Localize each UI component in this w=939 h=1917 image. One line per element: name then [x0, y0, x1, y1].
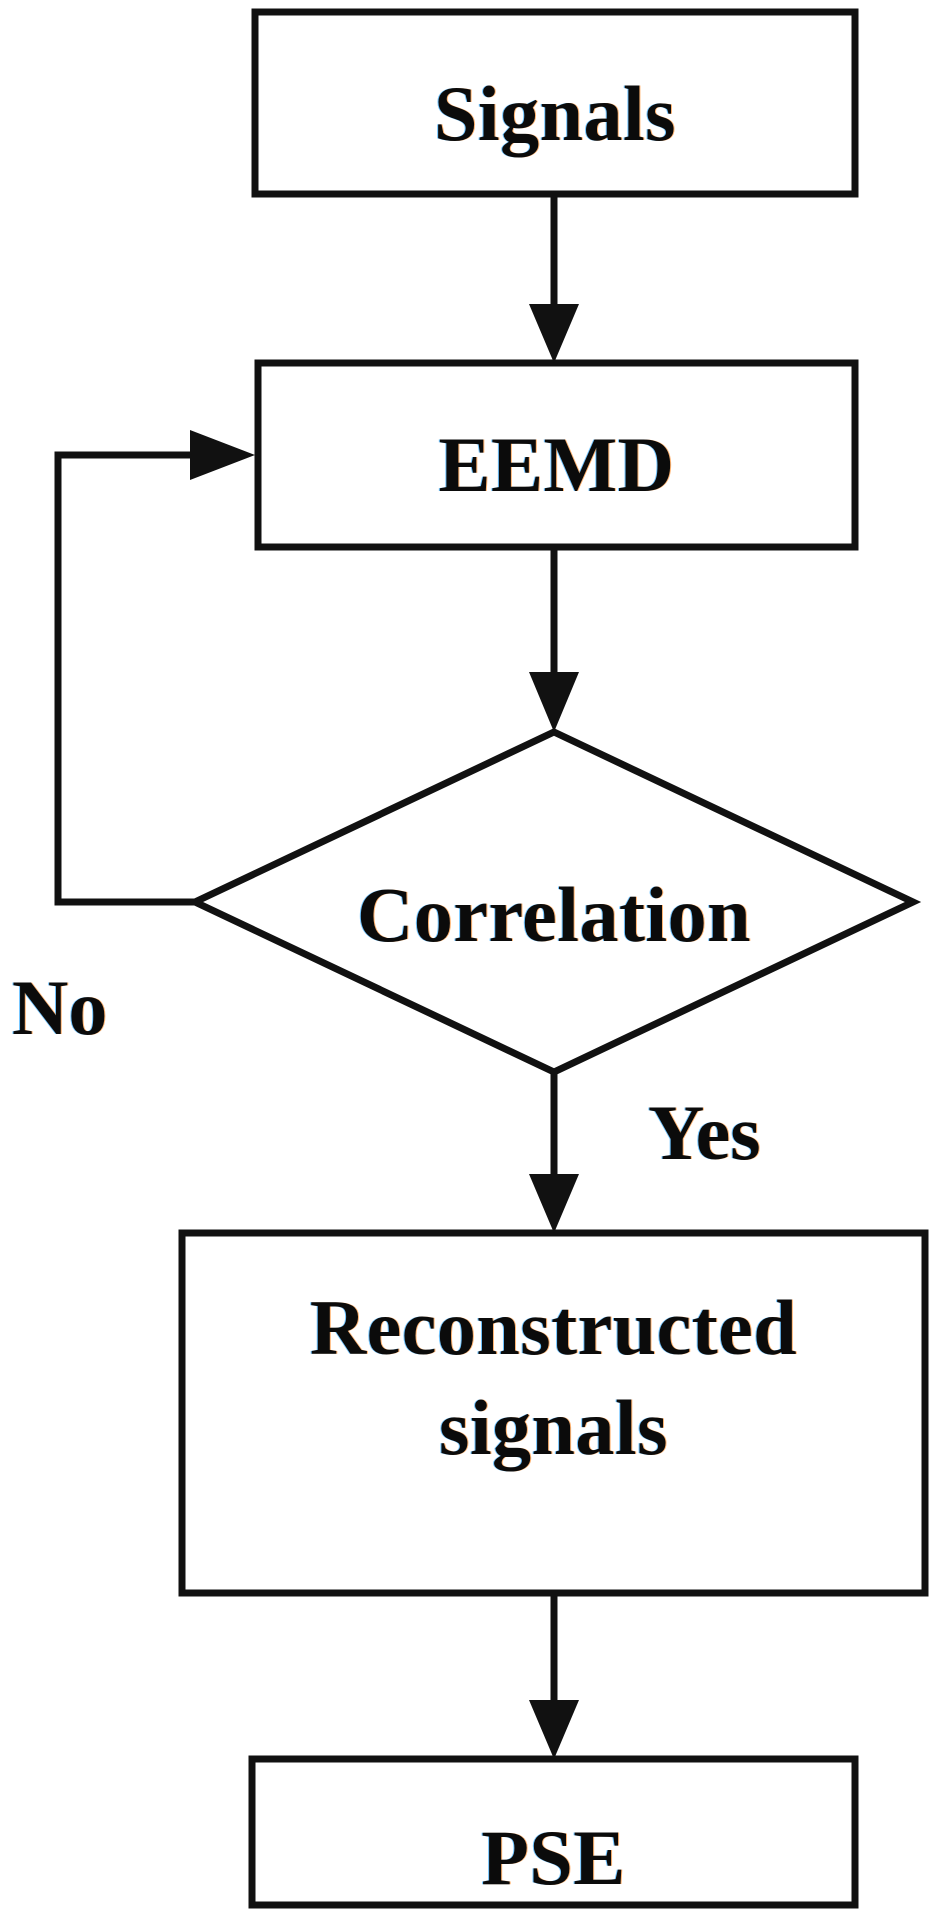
node-eemd-shape[interactable]: [254, 359, 859, 551]
node-pse-shape[interactable]: [248, 1755, 859, 1909]
edge-correlation-no-to-eemd-arrowhead: [190, 430, 255, 480]
edge-label-yes: Yes: [648, 1089, 761, 1176]
node-eemd-label: EEMD: [438, 421, 675, 508]
node-pse-label: PSE: [481, 1814, 626, 1901]
node-signals-label: Signals: [434, 70, 676, 157]
edge-correlation-yes-to-reconstructed-arrowhead: [529, 1174, 579, 1233]
edge-reconstructed-to-pse-arrowhead: [529, 1700, 579, 1759]
node-correlation-label: Correlation: [357, 871, 751, 958]
edge-eemd-to-correlation-arrowhead: [529, 672, 579, 732]
node-reconstructed-label: Reconstructed signals: [309, 1284, 798, 1471]
node-signals-shape[interactable]: [251, 8, 859, 198]
edge-label-no: No: [12, 964, 108, 1051]
edge-signals-to-eemd-arrowhead: [529, 304, 579, 363]
node-reconstructed-shape[interactable]: [178, 1229, 929, 1597]
edge-correlation-no-to-eemd-line: [54, 451, 196, 906]
